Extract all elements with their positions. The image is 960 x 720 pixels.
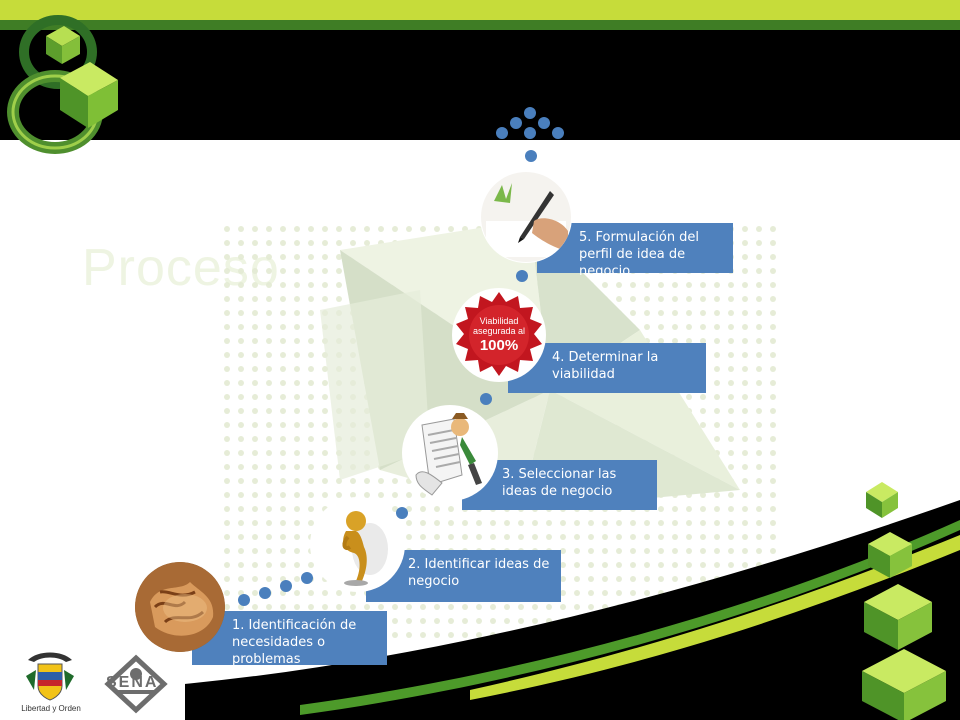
step-4-label: 4. Determinar la viabilidad [508,343,706,393]
top-lime-band [0,0,960,20]
badge-line-2: asegurada al [472,326,526,336]
reading-list-man-icon [402,405,498,501]
badge-line-1: Viabilidad [479,316,519,326]
step-1-label: 1. Identificación de necesidades o probl… [192,611,387,667]
brain-closeup-icon [135,562,225,652]
sena-logo-icon [104,654,168,714]
writing-hand-icon [480,171,572,263]
connector-dot [525,150,537,162]
eight-cube-logo-icon [7,15,118,154]
top-green-band [0,20,960,30]
header-black-band [0,30,960,140]
colombia-coat-of-arms-icon [26,652,74,701]
viability-badge-icon: Viabilidad asegurada al 100% [452,288,546,382]
sena-logo-text: SENA [106,674,159,691]
badge-percent: 100% [479,337,519,354]
coat-of-arms-caption: Libertad y Orden [21,704,81,713]
green-cubes-decoration [862,482,946,720]
gold-thinker-figure-icon [310,497,405,592]
footer-swoosh [0,500,960,720]
